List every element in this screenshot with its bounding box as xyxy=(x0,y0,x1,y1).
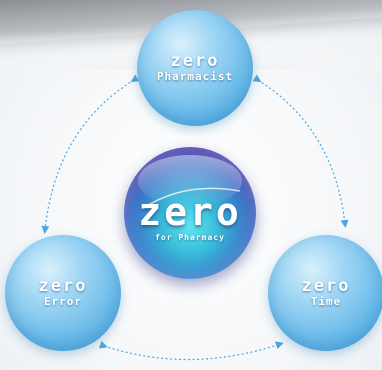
center-gloss xyxy=(138,155,242,207)
center-brand: zero xyxy=(138,189,242,234)
node-time: zero Time xyxy=(268,235,382,351)
connector-pharmacist-time xyxy=(252,74,349,228)
node-pharmacist: zero Pharmacist xyxy=(137,10,253,126)
node-error-brand: zero xyxy=(38,275,88,296)
connector-error-time xyxy=(98,340,284,361)
node-time-label: Time xyxy=(310,294,342,308)
node-error-label: Error xyxy=(43,294,83,308)
swoosh-icon xyxy=(141,187,241,210)
node-pharmacist-brand: zero xyxy=(170,50,220,71)
node-pharmacist-label: Pharmacist xyxy=(156,69,234,83)
center-tagline: for Pharmacy xyxy=(155,232,225,242)
connector-pharmacist-error xyxy=(41,74,140,234)
node-time-brand: zero xyxy=(301,275,351,296)
node-error: zero Error xyxy=(5,235,121,351)
center-logo: zero for Pharmacy xyxy=(124,147,256,279)
